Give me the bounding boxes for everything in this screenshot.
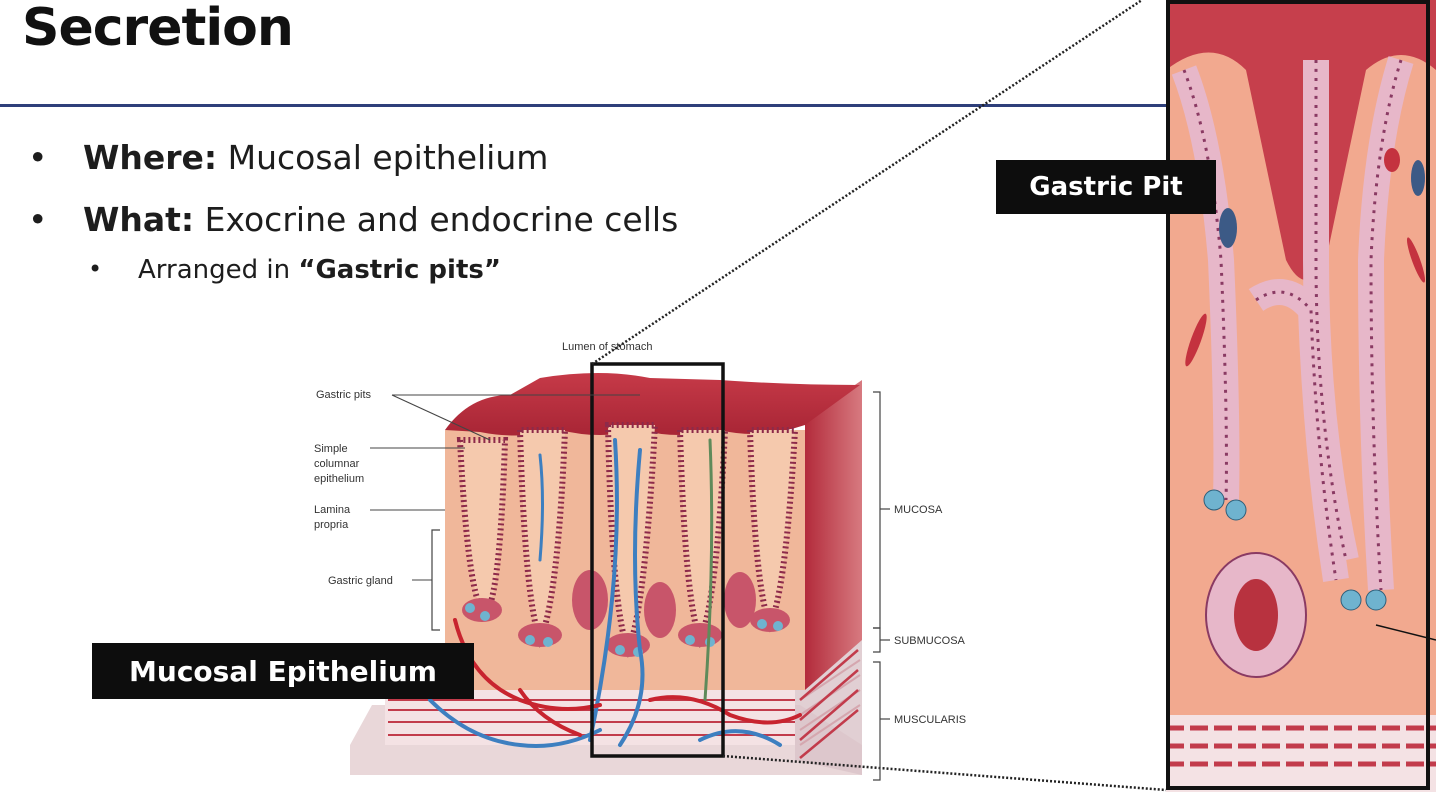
callout-mucosal-epithelium: Mucosal Epithelium: [92, 643, 474, 699]
mucosa-surface: [445, 373, 860, 436]
bullet-what: • What: Exocrine and endocrine cells: [28, 200, 678, 239]
label-epithelium: epithelium: [314, 473, 364, 485]
sub-bullet: • Arranged in “Gastric pits”: [88, 255, 501, 285]
gland-lumen: [1234, 579, 1278, 651]
sub-bullet-dot: •: [88, 255, 103, 283]
side-muscle: [799, 649, 859, 759]
zoom-line-top: [591, 0, 1143, 366]
pit-nuclei: [1182, 59, 1403, 591]
bullet-where: • Where: Mucosal epithelium: [28, 138, 548, 177]
gastric-pit-closeup: [1166, 0, 1436, 792]
leader-lines: [370, 394, 640, 581]
bullet-dot: •: [28, 200, 48, 239]
sub-bullet-prefix: Arranged in: [138, 255, 299, 285]
blood-vessels: [428, 438, 802, 748]
slide-title: Secretion: [22, 0, 294, 58]
bullet-what-text: Exocrine and endocrine cells: [194, 200, 679, 239]
mucosa-side: [805, 380, 862, 690]
title-rule: [0, 104, 1168, 107]
side-wall: [795, 620, 862, 775]
closeup-muscle: [1166, 725, 1436, 767]
closeup-surface: [1166, 0, 1436, 280]
label-lamina: Lamina: [314, 504, 351, 516]
label-simple: Simple: [314, 443, 348, 455]
closeup-red-cells: [1185, 148, 1426, 367]
sub-bullet-bold: “Gastric pits”: [298, 255, 501, 285]
label-propria: propria: [314, 519, 349, 531]
label-mucosa: MUCOSA: [894, 504, 943, 516]
bullet-where-text: Mucosal epithelium: [217, 138, 549, 177]
closeup-frame: [1166, 0, 1430, 790]
label-gastric-pits: Gastric pits: [316, 389, 372, 401]
label-muscularis: MUSCULARIS: [894, 714, 966, 726]
bullet-dot: •: [28, 138, 48, 177]
gastric-pits: [456, 422, 799, 658]
bullet-what-label: What:: [83, 200, 195, 239]
label-lumen: Lumen of stomach: [562, 341, 653, 353]
label-columnar: columnar: [314, 458, 360, 470]
callout-gastric-pit: Gastric Pit: [996, 160, 1216, 214]
closeup-vessels: [1219, 160, 1425, 248]
label-submucosa: SUBMUCOSA: [894, 635, 966, 647]
bullet-where-label: Where:: [83, 138, 218, 177]
magnify-box: [590, 362, 725, 758]
label-gastric-gland: Gastric gland: [328, 575, 393, 587]
